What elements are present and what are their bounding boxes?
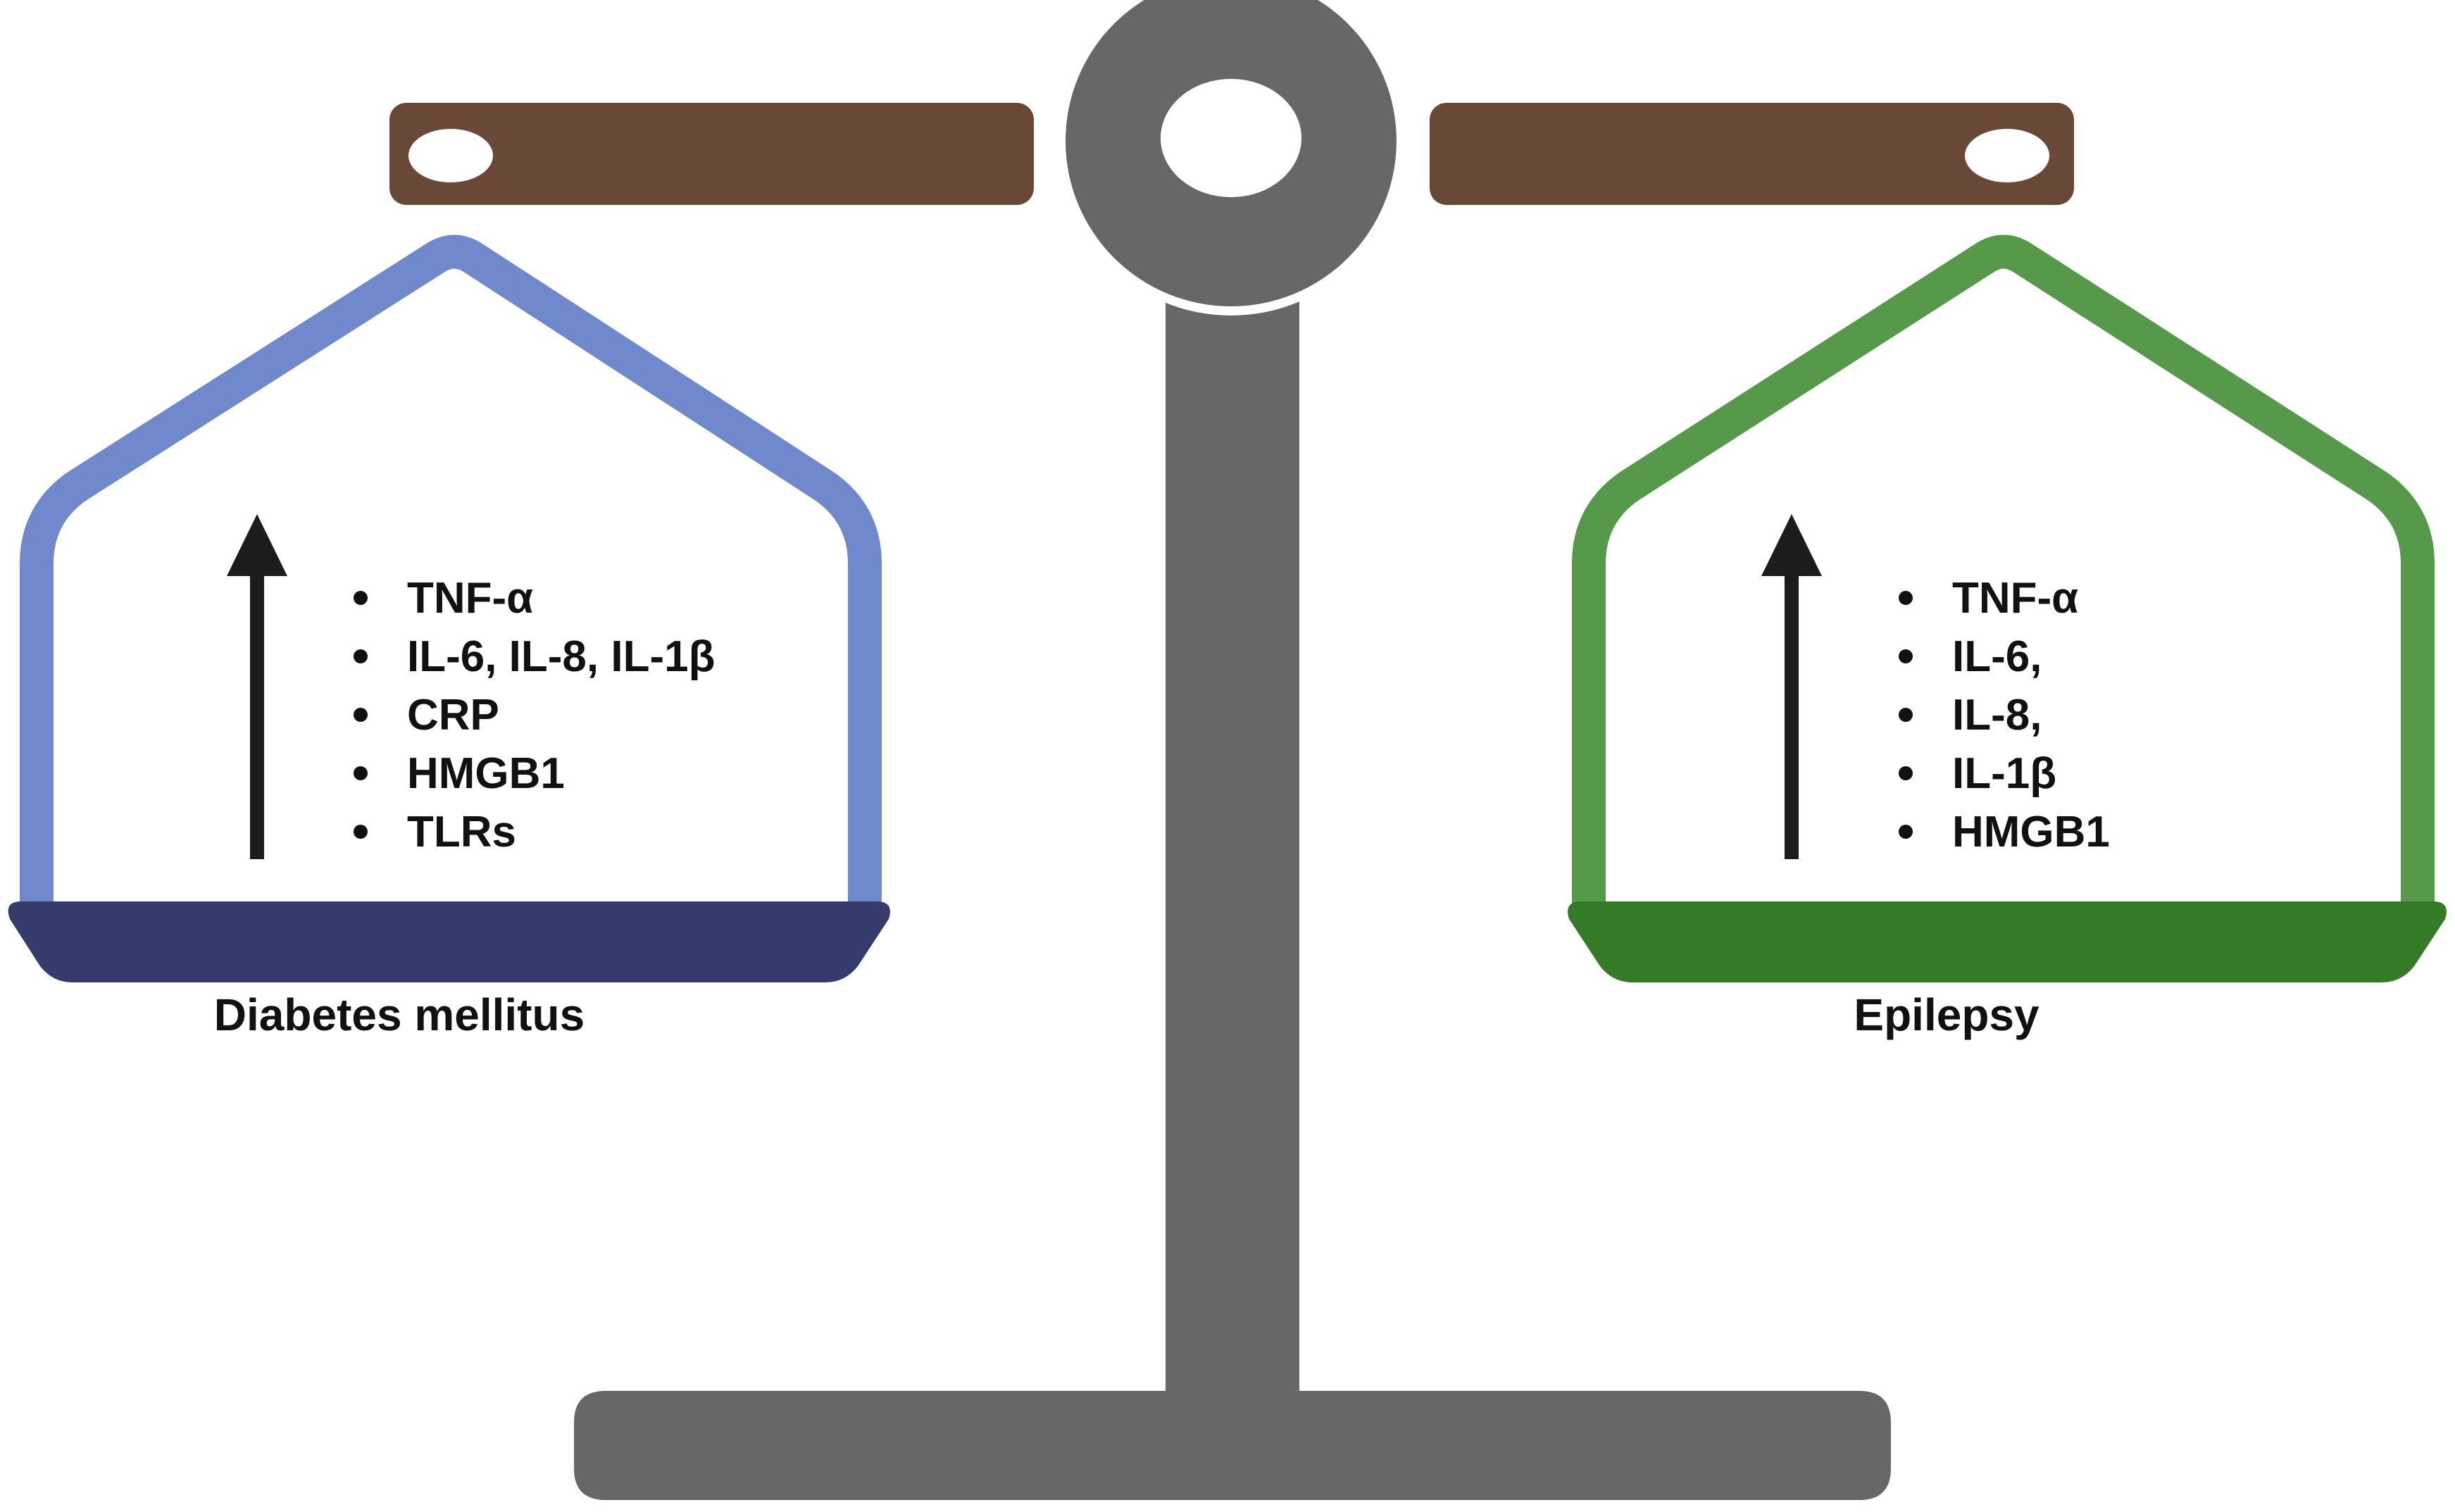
bullet-icon: [354, 708, 368, 722]
left-pan-caption: Diabetes mellitus: [213, 989, 585, 1040]
marker-item: IL-8,: [1897, 686, 2110, 744]
marker-label: HMGB1: [407, 749, 565, 798]
marker-label: IL-6,: [1952, 632, 2042, 681]
scale-stand: [574, 290, 1891, 1500]
marker-label: IL-1β: [1952, 749, 2057, 798]
marker-item: TNF-α: [1897, 569, 2110, 627]
increase-arrow-icon: [227, 514, 287, 859]
beam-right: [1430, 103, 2074, 205]
right-pan-caption: Epilepsy: [1854, 989, 2039, 1040]
marker-label: TNF-α: [407, 574, 534, 623]
bullet-icon: [354, 766, 368, 780]
marker-label: HMGB1: [1952, 808, 2110, 856]
bullet-icon: [1899, 708, 1913, 722]
marker-item: CRP: [352, 686, 715, 744]
marker-item: IL-6,: [1897, 627, 2110, 686]
beam-left-hole: [408, 129, 493, 182]
marker-label: IL-6, IL-8, IL-1β: [407, 632, 716, 681]
bullet-icon: [1899, 766, 1913, 780]
marker-item: IL-6, IL-8, IL-1β: [352, 627, 715, 686]
bullet-icon: [354, 591, 368, 605]
marker-item: HMGB1: [1897, 803, 2110, 861]
marker-item: TNF-α: [352, 569, 715, 627]
left-pan-base: [8, 901, 890, 982]
right-pan-base: [1568, 901, 2447, 982]
beam-left: [389, 103, 1034, 205]
marker-label: TLRs: [407, 808, 516, 856]
bullet-icon: [1899, 825, 1913, 839]
increase-arrow-icon: [1761, 514, 1822, 859]
bullet-icon: [354, 825, 368, 839]
bullet-icon: [1899, 591, 1913, 605]
marker-label: TNF-α: [1952, 574, 2079, 623]
pivot-hole: [1161, 79, 1301, 197]
right-pan-frame: [1572, 235, 2435, 925]
bullet-icon: [354, 649, 368, 663]
marker-label: IL-8,: [1952, 691, 2042, 739]
beam-right-hole: [1965, 129, 2049, 182]
marker-item: TLRs: [352, 803, 715, 861]
marker-item: IL-1β: [1897, 744, 2110, 803]
left-pan-frame: [20, 235, 882, 925]
marker-item: HMGB1: [352, 744, 715, 803]
marker-label: CRP: [407, 691, 499, 739]
bullet-icon: [1899, 649, 1913, 663]
